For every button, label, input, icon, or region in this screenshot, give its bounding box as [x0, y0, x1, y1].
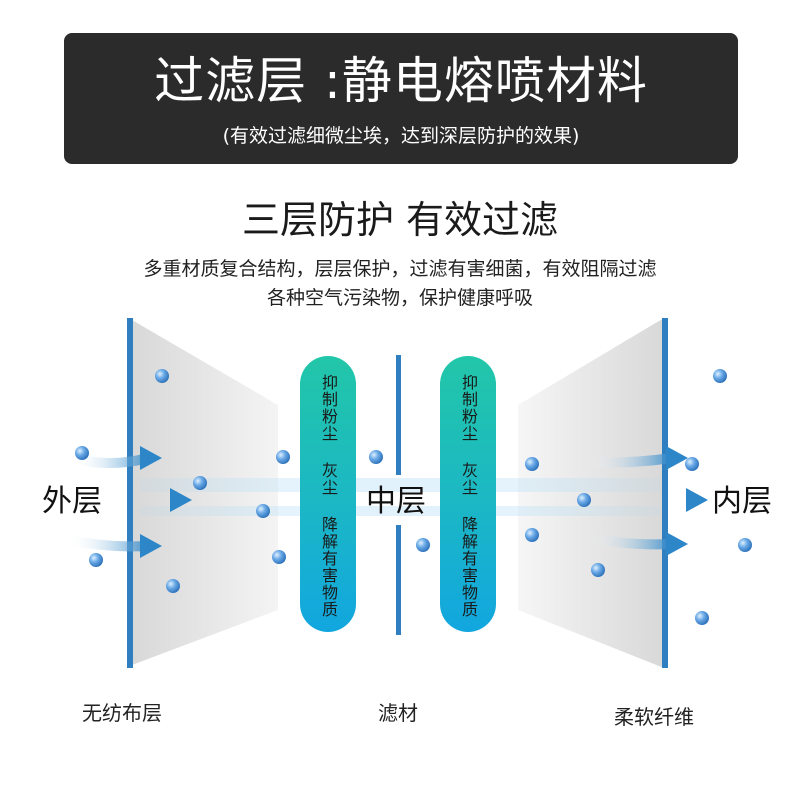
middle-divider-bottom	[396, 525, 401, 635]
outer-layer-panel	[132, 320, 278, 665]
particle-icon	[713, 369, 727, 383]
filter-material-label: 滤材	[378, 701, 418, 725]
particle-icon	[276, 450, 290, 464]
banner-subtitle: (有效过滤细微尘埃，达到深层防护的效果)	[222, 125, 580, 147]
airflow-beam	[140, 478, 660, 492]
title-banner: 过滤层 :静电熔喷材料 (有效过滤细微尘埃，达到深层防护的效果)	[64, 33, 738, 164]
description-line-1: 多重材质复合结构，层层保护，过滤有害细菌，有效阻隔过滤	[143, 258, 657, 280]
airflow-beam	[140, 506, 660, 516]
particles	[75, 369, 752, 625]
inner-layer-panel	[518, 318, 664, 668]
particle-icon	[166, 579, 180, 593]
airflow-arrow-icon	[585, 532, 688, 556]
particle-icon	[89, 553, 103, 567]
particle-icon	[369, 450, 383, 464]
particle-icon	[193, 476, 207, 490]
airflow-arrow-icon	[63, 534, 162, 558]
particle-icon	[695, 611, 709, 625]
airflow-arrow-icon	[67, 446, 162, 470]
inner-layer-label: 内层	[712, 484, 772, 519]
filter-pill-right: 抑制粉尘 灰尘 降解有害物质	[440, 356, 496, 632]
particle-icon	[75, 446, 89, 460]
particle-icon	[272, 550, 286, 564]
particle-icon	[155, 369, 169, 383]
particle-icon	[525, 528, 539, 542]
outer-layer-label: 外层	[42, 484, 102, 519]
particle-icon	[738, 538, 752, 552]
airflow-arrow-icon	[120, 488, 192, 512]
filter-pill-left: 抑制粉尘 灰尘 降解有害物质	[300, 356, 356, 632]
outer-layer-edge	[127, 318, 133, 668]
section-heading: 三层防护 有效过滤	[241, 198, 559, 242]
filter-layers-diagram	[63, 318, 752, 668]
airflow-arrow-icon	[585, 446, 688, 470]
particle-icon	[525, 457, 539, 471]
soft-fiber-label: 柔软纤维	[614, 705, 694, 729]
particle-icon	[685, 457, 699, 471]
airflow-arrow-icon	[620, 488, 708, 512]
middle-divider-top	[396, 355, 401, 475]
inner-layer-edge	[662, 318, 668, 668]
particle-icon	[256, 504, 270, 518]
pill-text: 抑制粉尘 灰尘 降解有害物质	[459, 374, 478, 618]
pill-text: 抑制粉尘 灰尘 降解有害物质	[319, 374, 338, 618]
particle-icon	[416, 538, 430, 552]
middle-layer-label: 中层	[366, 484, 426, 519]
banner-title: 过滤层 :静电熔喷材料	[154, 52, 648, 110]
description-line-2: 各种空气污染物，保护健康呼吸	[266, 287, 533, 309]
particle-icon	[591, 563, 605, 577]
particle-icon	[577, 493, 591, 507]
nonwoven-layer-label: 无纺布层	[82, 701, 162, 725]
